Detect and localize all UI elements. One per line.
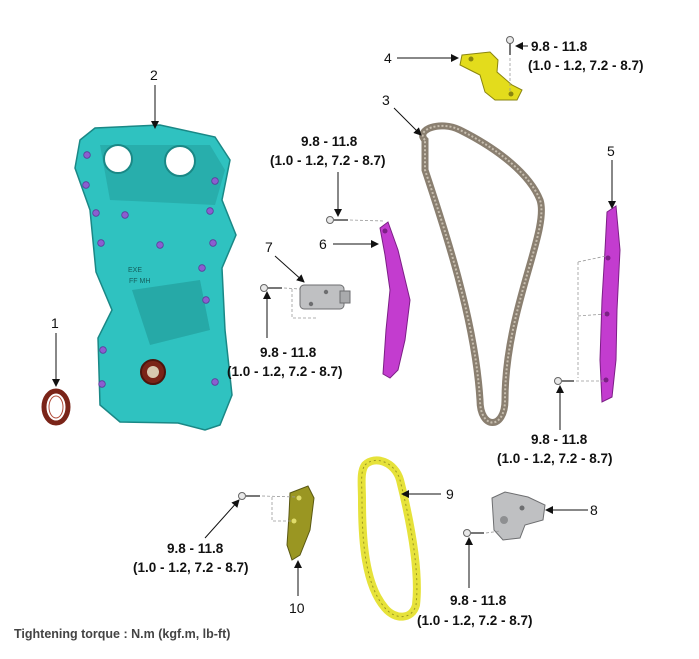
timing-chain-guide-right: [577, 205, 621, 403]
guide-bolt-5: [554, 377, 604, 385]
part-label-10: 10: [289, 600, 305, 616]
torque-value: 9.8 - 11.8: [450, 593, 507, 608]
torque-units: (1.0 - 1.2, 7.2 - 8.7): [270, 153, 386, 168]
part-label-6: 6: [319, 236, 327, 252]
tightening-torque-note: Tightening torque : N.m (kgf.m, lb-ft): [14, 627, 231, 641]
part-label-4: 4: [384, 50, 392, 66]
part-label-3: 3: [382, 92, 390, 108]
timing-chain: [419, 122, 545, 426]
chain-guide-bracket: [459, 51, 523, 101]
torque-spec-5: 9.8 - 11.8 (1.0 - 1.2, 7.2 - 8.7): [497, 432, 613, 466]
oil-pump-chain: [357, 456, 421, 621]
oil-pump-tensioner-arm: [286, 485, 315, 561]
timing-chain-tensioner: [299, 284, 351, 310]
torque-units: (1.0 - 1.2, 7.2 - 8.7): [417, 613, 533, 628]
torque-units: (1.0 - 1.2, 7.2 - 8.7): [528, 58, 644, 73]
torque-spec-8: 9.8 - 11.8 (1.0 - 1.2, 7.2 - 8.7): [417, 593, 533, 628]
torque-units: (1.0 - 1.2, 7.2 - 8.7): [133, 560, 249, 575]
cover-marks-line2: FF MH: [129, 278, 150, 285]
torque-spec-4: 9.8 - 11.8 (1.0 - 1.2, 7.2 - 8.7): [528, 39, 644, 73]
guide-bolt-6: [326, 216, 385, 224]
torque-units: (1.0 - 1.2, 7.2 - 8.7): [227, 364, 343, 379]
tensioner-bolt-7: [260, 284, 318, 319]
timing-chain-guide-left: [379, 221, 411, 379]
front-oil-seal: [41, 388, 71, 426]
torque-value: 9.8 - 11.8: [260, 345, 317, 360]
part-label-8: 8: [590, 502, 598, 518]
part-label-1: 1: [51, 315, 59, 331]
part-label-5: 5: [607, 143, 615, 159]
bracket-bolt: [506, 36, 514, 92]
oil-pump-chain-tensioner: [491, 491, 546, 541]
callout-leaders: [52, 42, 616, 596]
torque-value: 9.8 - 11.8: [167, 541, 224, 556]
torque-value: 9.8 - 11.8: [531, 432, 588, 447]
torque-value: 9.8 - 11.8: [531, 39, 588, 54]
part-label-2: 2: [150, 67, 158, 83]
cover-marks-line1: EXE: [128, 267, 142, 274]
torque-units: (1.0 - 1.2, 7.2 - 8.7): [497, 451, 613, 466]
torque-spec-6: 9.8 - 11.8 (1.0 - 1.2, 7.2 - 8.7): [270, 134, 386, 168]
tensioner-bolt-8: [463, 529, 501, 537]
part-label-7: 7: [265, 239, 273, 255]
cover-bolt-holes: [82, 151, 219, 388]
torque-value: 9.8 - 11.8: [301, 134, 358, 149]
part-label-9: 9: [446, 486, 454, 502]
torque-spec-10: 9.8 - 11.8 (1.0 - 1.2, 7.2 - 8.7): [133, 541, 249, 575]
arm-bolt-10: [238, 492, 298, 522]
torque-spec-7: 9.8 - 11.8 (1.0 - 1.2, 7.2 - 8.7): [227, 345, 343, 379]
timing-chain-cover: EXE FF MH: [74, 124, 237, 431]
